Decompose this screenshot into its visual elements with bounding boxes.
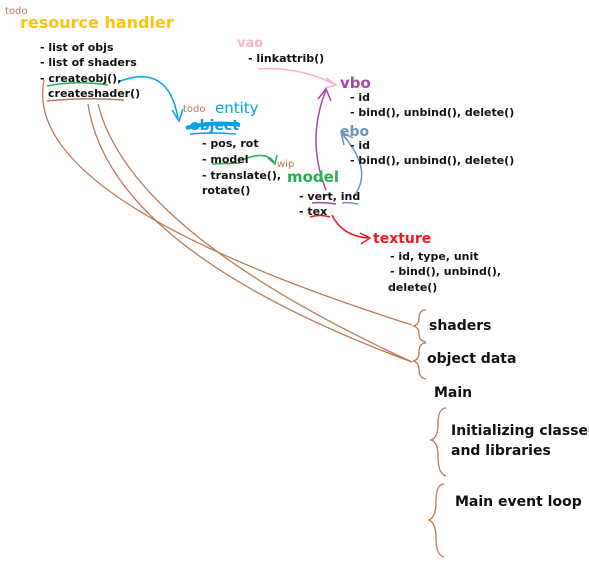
vbo-item-methods: - bind(), unbind(), delete(): [350, 106, 515, 119]
init-label-line2: and libraries: [451, 443, 551, 459]
entity-todo-tag: todo: [183, 104, 206, 115]
resource-handler-title: resource handler: [20, 13, 174, 32]
createshader-underline: [46, 97, 125, 102]
vert-to-vbo-arrowhead: [317, 87, 332, 102]
object-underline: [189, 132, 237, 135]
shaders-brace: [412, 309, 427, 343]
resource-handler-item-createobj: - createobj(),: [40, 72, 122, 85]
ind-to-ebo-arrowhead: [339, 130, 354, 146]
vao-title: vao: [237, 36, 264, 51]
texture-item-methods: - bind(), unbind(),: [390, 265, 502, 278]
model-item-underline: [211, 162, 241, 165]
resource-handler-item-createshader: createshader(): [48, 87, 141, 100]
object-data-label: object data: [427, 351, 517, 367]
createobj-to-entity-arrow: [117, 76, 179, 119]
object-struck-title: object: [190, 118, 239, 134]
init-brace: [428, 407, 447, 477]
vao-to-vbo-arrow: [257, 67, 335, 85]
object-data-connector-2: [97, 103, 413, 363]
texture-item-delete: delete(): [388, 281, 438, 294]
texture-item-id: - id, type, unit: [390, 250, 479, 263]
resource-handler-item-shaders: - list of shaders: [40, 56, 137, 69]
object-data-brace: [412, 342, 427, 380]
createobj-to-entity-arrowhead: [171, 108, 184, 123]
entity-item-translate: - translate(),: [202, 169, 282, 182]
shaders-label: shaders: [429, 318, 492, 334]
vert-underline: [311, 201, 337, 205]
resource-handler-todo-tag: todo: [5, 6, 28, 17]
entity-title: entity: [215, 99, 259, 117]
ind-underline: [341, 201, 359, 205]
entity-item-pos-rot: - pos, rot: [202, 137, 259, 150]
entity-item-rotate: rotate(): [202, 184, 251, 197]
tex-to-texture-arrowhead: [359, 232, 372, 245]
model-item-to-model-arrowhead: [267, 154, 278, 166]
createobj-underline: [46, 82, 109, 87]
ebo-item-id: - id: [350, 139, 371, 152]
event-loop-brace: [427, 483, 445, 558]
ind-to-ebo-arrow: [341, 133, 363, 197]
resource-handler-item-objs: - list of objs: [40, 41, 114, 54]
model-title: model: [287, 168, 339, 186]
vbo-title: vbo: [340, 74, 371, 92]
object-data-connector: [87, 103, 413, 363]
vao-to-vbo-arrowhead: [324, 77, 338, 89]
shaders-connector: [42, 79, 413, 326]
vao-item-linkattrib: - linkattrib(): [248, 52, 325, 65]
tex-underline: [309, 214, 331, 218]
ebo-item-methods: - bind(), unbind(), delete(): [350, 154, 515, 167]
entity-item-model: - model: [202, 153, 249, 166]
model-item-tex: - tex: [299, 205, 328, 218]
tex-to-texture-arrow: [331, 214, 369, 239]
model-item-vert-ind: - vert, ind: [299, 190, 361, 203]
object-strikethrough: [185, 121, 241, 130]
vert-to-vbo-arrow: [315, 89, 327, 191]
vbo-item-id: - id: [350, 91, 371, 104]
event-loop-label: Main event loop: [455, 494, 582, 510]
model-wip-tag: wip: [277, 159, 295, 170]
model-item-to-model-arrow: [241, 154, 275, 163]
ebo-title: ebo: [340, 124, 370, 140]
main-label: Main: [434, 385, 473, 401]
init-label-line1: Initializing classes: [451, 423, 589, 439]
texture-title: texture: [373, 231, 432, 247]
